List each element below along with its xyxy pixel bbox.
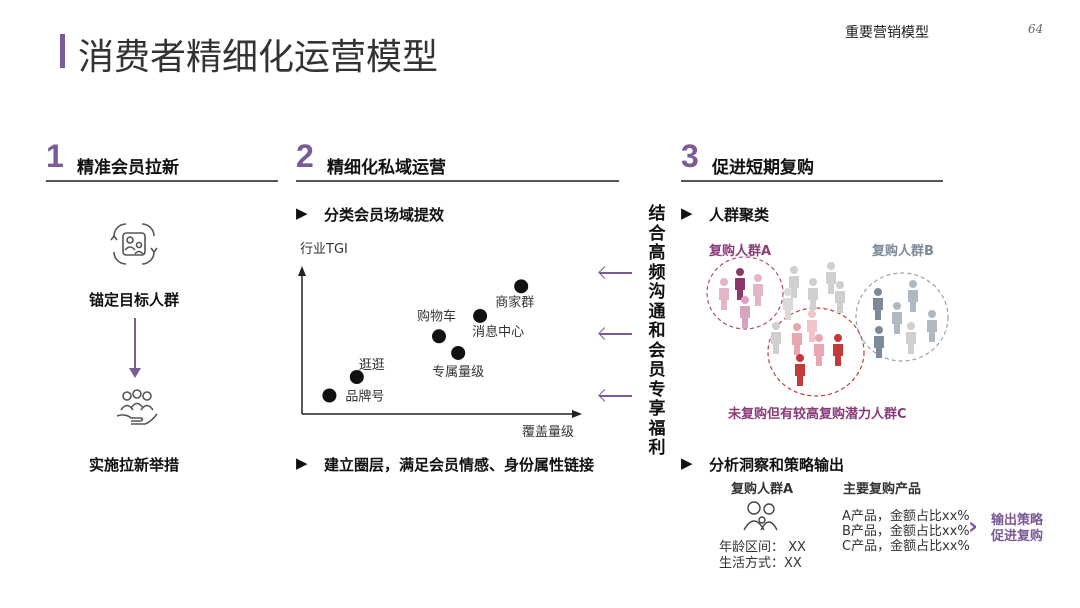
section-1-underline	[46, 180, 278, 182]
product-line-c: C产品，金额占比xx%	[842, 539, 970, 554]
section-2-number: 2	[296, 138, 314, 174]
section-2-underline	[296, 180, 619, 182]
persona-title: 复购人群A	[731, 482, 794, 497]
group-c-label: 未复购但有较高复购潜力人群C	[728, 407, 907, 422]
col1-label-action: 实施拉新举措	[89, 456, 180, 474]
y-axis-label: 行业TGI	[300, 242, 348, 257]
col2-subtitle-bottom: 建立圈层，满足会员情感、身份属性链接	[324, 456, 595, 474]
product-line-a: A产品，金额占比xx%	[842, 509, 970, 524]
bullet-triangle-icon-3: ▶	[681, 204, 693, 222]
scatter-point-label: 商家群	[495, 294, 534, 310]
scatter-point-label: 逛逛	[359, 358, 385, 373]
section-3-title: 促进短期复购	[712, 158, 814, 178]
section-1-number: 1	[46, 138, 64, 174]
scatter-point-label: 专属量级	[432, 365, 484, 380]
group-hand-icon	[114, 386, 160, 432]
scatter-point	[349, 370, 364, 384]
down-arrow-shaft	[134, 318, 136, 370]
persona-age: 年龄区间： XX	[719, 540, 806, 555]
products-title: 主要复购产品	[843, 482, 922, 497]
puzzle-people-icon	[108, 218, 160, 270]
title-accent-bar	[60, 34, 65, 68]
scatter-point-label: 购物车	[417, 308, 456, 324]
section-1-title: 精准会员拉新	[77, 158, 179, 178]
x-axis-label: 覆盖量级	[522, 425, 574, 440]
scatter-point	[514, 279, 529, 294]
section-3-number: 3	[681, 138, 699, 174]
group-a-label: 复购人群A	[709, 244, 772, 259]
scatter-point	[473, 308, 488, 323]
section-label: 重要营销模型	[845, 25, 929, 41]
left-arrow-icon-1	[600, 272, 632, 274]
group-c-circle	[767, 307, 865, 397]
output-strategy-line2: 促进复购	[991, 529, 1044, 544]
section-3-underline	[681, 180, 943, 182]
product-line-b: B产品，金额占比xx%	[842, 524, 970, 539]
bullet-triangle-icon-2: ▶	[296, 454, 308, 472]
page-title: 消费者精细化运营模型	[78, 37, 439, 78]
scatter-point	[432, 329, 446, 344]
col2-subtitle-top: 分类会员场域提效	[324, 206, 445, 224]
scatter-point-label: 品牌号	[345, 389, 384, 405]
down-arrow-head-icon	[129, 368, 141, 378]
group-b-label: 复购人群B	[872, 244, 934, 259]
persona-lifestyle: 生活方式：XX	[719, 556, 802, 571]
scatter-point	[322, 388, 337, 403]
left-arrow-icon-2	[600, 333, 632, 335]
section-2-title: 精细化私域运营	[327, 158, 446, 178]
col1-label-target: 锚定目标人群	[89, 291, 180, 309]
bullet-triangle-icon-4: ▶	[681, 454, 693, 472]
x-axis-arrow-icon	[572, 410, 582, 418]
people-cluster-diagram	[706, 256, 949, 397]
col3-subtitle-top: 人群聚类	[709, 206, 770, 224]
y-axis-arrow-icon	[298, 266, 306, 276]
bullet-triangle-icon: ▶	[296, 204, 308, 222]
col3-subtitle-bottom: 分析洞察和策略输出	[709, 456, 845, 474]
left-arrow-icon-3	[600, 395, 632, 397]
scatter-point	[451, 345, 466, 360]
group-b-circle	[855, 272, 949, 362]
output-strategy-line1: 输出策略	[991, 513, 1044, 528]
connector-text: 结合高频沟通和会员专享福利	[648, 204, 666, 458]
group-a-circle	[706, 256, 784, 330]
chevron-right-icon: ›	[968, 512, 978, 540]
scatter-point-label: 消息中心	[472, 324, 524, 340]
family-persona-icon	[742, 498, 782, 534]
page-number: 64	[1028, 22, 1044, 36]
